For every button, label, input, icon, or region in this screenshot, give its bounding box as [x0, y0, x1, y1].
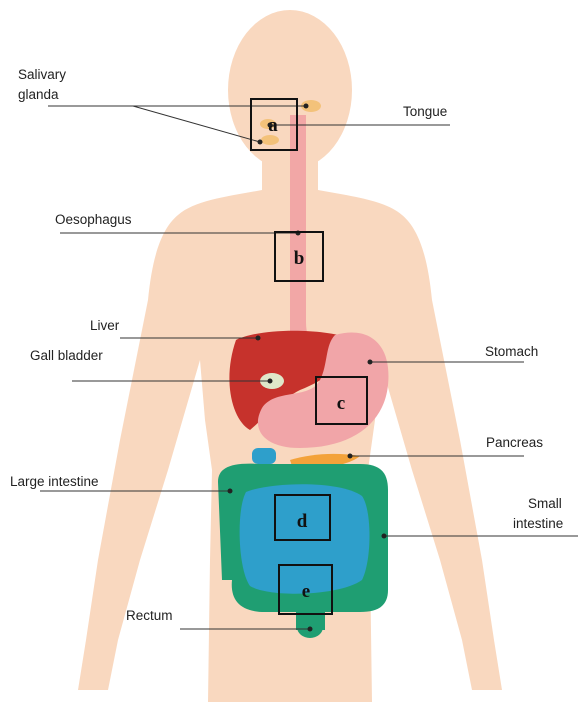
appendix: [226, 560, 236, 580]
label-gall-bladder: Gall bladder: [30, 348, 103, 363]
label-pancreas: Pancreas: [486, 435, 543, 450]
label-small-intestine-line2: intestine: [513, 516, 563, 531]
label-salivary-line2: glanda: [18, 87, 59, 102]
label-small-intestine-line1: Small: [528, 496, 562, 511]
label-large-intestine: Large intestine: [10, 474, 99, 489]
small-intestine-organ: [240, 484, 370, 593]
box-e-letter: e: [302, 581, 310, 602]
box-a-letter: a: [268, 115, 278, 136]
label-oesophagus: Oesophagus: [55, 212, 132, 227]
label-rectum: Rectum: [126, 608, 173, 623]
label-salivary-line1: Salivary: [18, 67, 66, 82]
label-tongue: Tongue: [403, 104, 447, 119]
duodenum: [252, 448, 276, 464]
box-c-letter: c: [337, 393, 345, 414]
box-b-letter: b: [294, 248, 305, 269]
label-stomach: Stomach: [485, 344, 538, 359]
box-d-letter: d: [297, 511, 308, 532]
salivary-gland-lower: [261, 135, 279, 145]
label-liver: Liver: [90, 318, 120, 333]
